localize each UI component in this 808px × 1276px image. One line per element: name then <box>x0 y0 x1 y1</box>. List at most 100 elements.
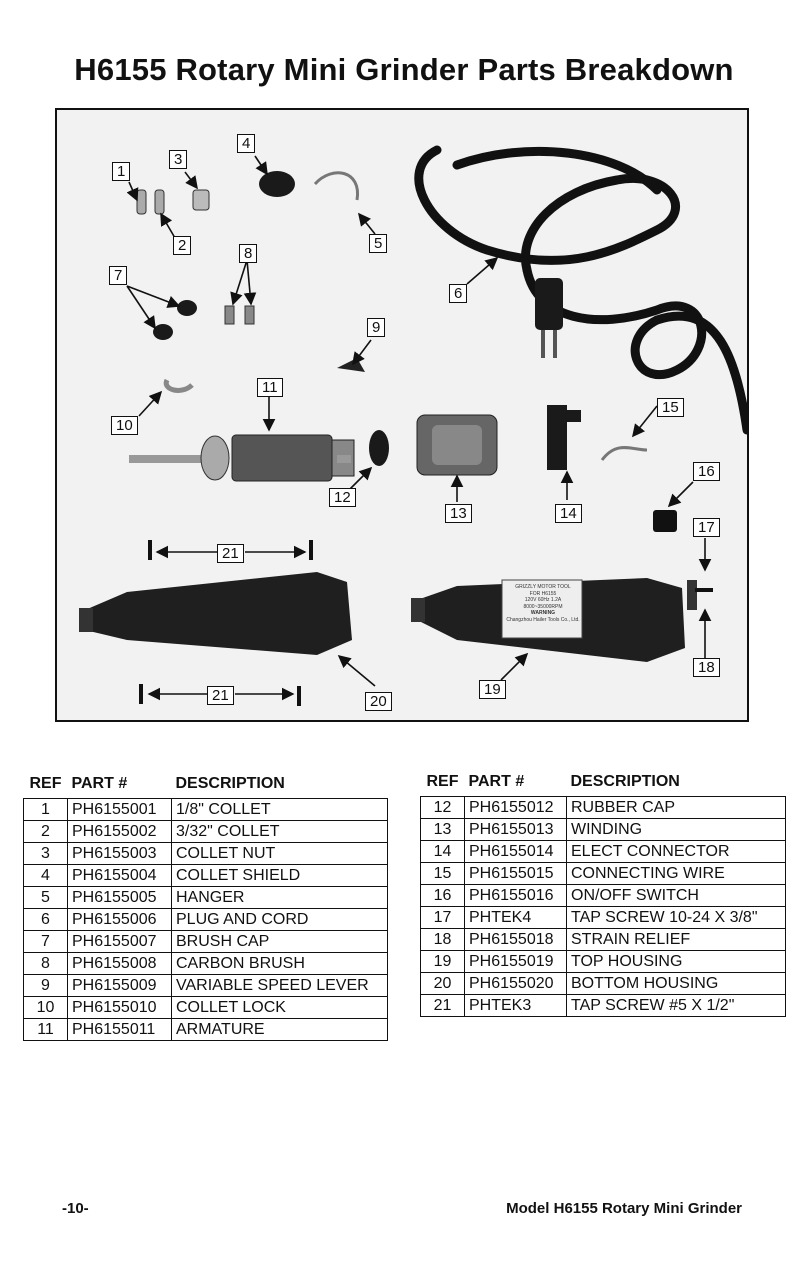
callout-20: 20 <box>365 692 392 711</box>
callout-13: 13 <box>445 504 472 523</box>
part-number-cell: PH6155005 <box>67 886 172 909</box>
parts-illustration <box>79 145 747 706</box>
col-ref: REF <box>426 773 459 790</box>
rating-label-text: GRIZZLY MOTOR TOOL FOR H6155 120V 60Hz 1… <box>506 584 580 623</box>
carbon-brush-b <box>244 305 255 325</box>
part-number-cell: PH6155016 <box>464 884 567 907</box>
callout-21-top: 21 <box>217 544 244 563</box>
speed-lever <box>337 358 365 372</box>
part-number-cell: PHTEK4 <box>464 906 567 929</box>
callout-17: 17 <box>693 518 720 537</box>
ref-cell: 7 <box>23 930 68 953</box>
callout-14: 14 <box>555 504 582 523</box>
callout-5: 5 <box>369 234 388 253</box>
ref-cell: 16 <box>420 884 465 907</box>
part-number-cell: PHTEK3 <box>464 994 567 1017</box>
part-number-cell: PH6155008 <box>67 952 172 975</box>
ref-cell: 18 <box>420 928 465 951</box>
page-title: H6155 Rotary Mini Grinder Parts Breakdow… <box>74 52 734 87</box>
page-number: -10- <box>62 1200 89 1217</box>
screw-d <box>297 686 301 706</box>
description-cell: BRUSH CAP <box>171 930 388 953</box>
callout-4: 4 <box>237 134 256 153</box>
footer-model: Model H6155 Rotary Mini Grinder <box>506 1200 742 1217</box>
part-number-cell: PH6155006 <box>67 908 172 931</box>
top-housing <box>411 578 685 662</box>
callout-3: 3 <box>169 150 188 169</box>
description-cell: ELECT CONNECTOR <box>566 840 786 863</box>
callout-1: 1 <box>112 162 131 181</box>
part-number-cell: PH6155013 <box>464 818 567 841</box>
description-cell: VARIABLE SPEED LEVER <box>171 974 388 997</box>
collet-nut <box>192 189 210 211</box>
ref-cell: 13 <box>420 818 465 841</box>
description-cell: COLLET NUT <box>171 842 388 865</box>
description-cell: TAP SCREW 10-24 X 3/8" <box>566 906 786 929</box>
callout-15: 15 <box>657 398 684 417</box>
part-number-cell: PH6155004 <box>67 864 172 887</box>
ref-cell: 10 <box>23 996 68 1019</box>
description-cell: PLUG AND CORD <box>171 908 388 931</box>
callout-2: 2 <box>173 236 192 255</box>
armature <box>129 434 355 482</box>
part-number-cell: PH6155014 <box>464 840 567 863</box>
rubber-cap <box>369 430 389 466</box>
part-number-cell: PH6155007 <box>67 930 172 953</box>
plug <box>535 278 563 358</box>
callout-18: 18 <box>693 658 720 677</box>
col-ref: REF <box>29 775 62 792</box>
collet-1 <box>136 189 147 215</box>
ref-cell: 3 <box>23 842 68 865</box>
part-number-cell: PH6155002 <box>67 820 172 843</box>
callout-6: 6 <box>449 284 468 303</box>
col-part: PART # <box>468 773 525 790</box>
part-number-cell: PH6155003 <box>67 842 172 865</box>
callout-10: 10 <box>111 416 138 435</box>
part-number-cell: PH6155018 <box>464 928 567 951</box>
description-cell: HANGER <box>171 886 388 909</box>
description-cell: WINDING <box>566 818 786 841</box>
description-cell: RUBBER CAP <box>566 796 786 819</box>
strain-relief <box>687 580 713 610</box>
power-cord <box>414 145 747 435</box>
description-cell: COLLET LOCK <box>171 996 388 1019</box>
description-cell: TOP HOUSING <box>566 950 786 973</box>
description-cell: BOTTOM HOUSING <box>566 972 786 995</box>
brush-cap-a <box>177 300 197 316</box>
elect-connector <box>547 405 581 470</box>
winding <box>416 414 498 476</box>
collet-lock <box>163 378 194 393</box>
part-number-cell: PH6155009 <box>67 974 172 997</box>
screw-c <box>139 684 143 704</box>
bottom-housing <box>79 572 352 655</box>
callout-7: 7 <box>109 266 128 285</box>
col-desc: DESCRIPTION <box>570 773 680 790</box>
screw-b <box>309 540 313 560</box>
callout-11: 11 <box>257 378 283 397</box>
description-cell: 3/32" COLLET <box>171 820 388 843</box>
connecting-wire <box>600 446 648 461</box>
part-number-cell: PH6155011 <box>67 1018 172 1041</box>
callout-9: 9 <box>367 318 386 337</box>
ref-cell: 1 <box>23 798 68 821</box>
callout-21-bottom: 21 <box>207 686 234 705</box>
